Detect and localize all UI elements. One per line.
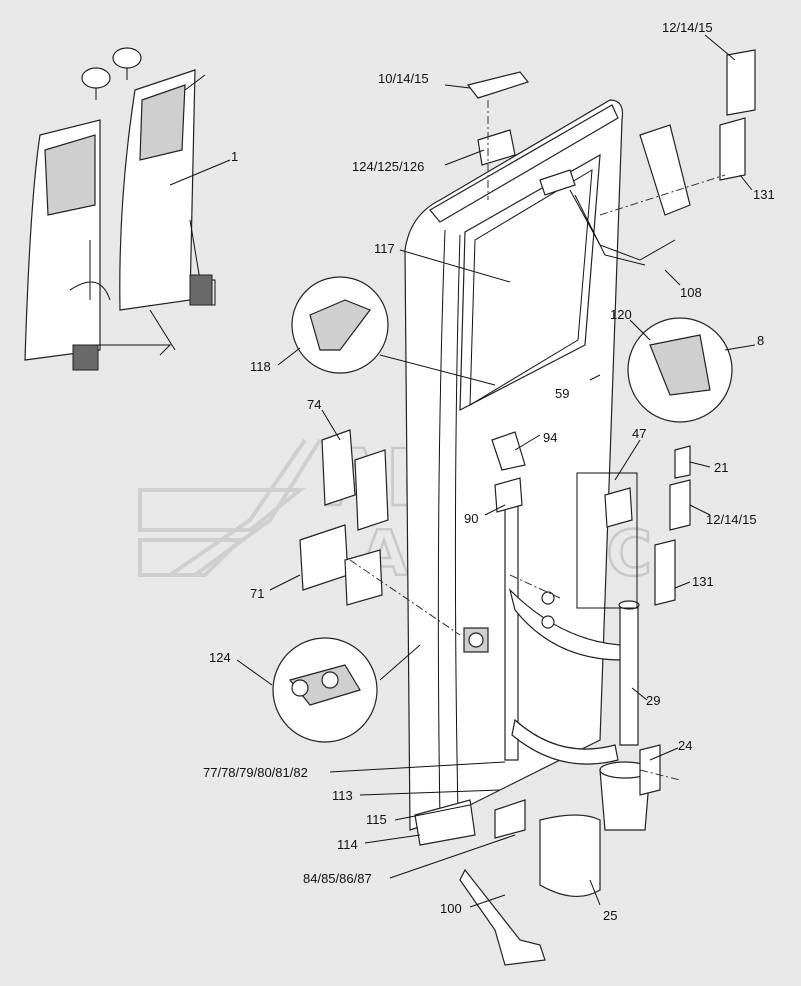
callout-21: 21 xyxy=(714,460,728,475)
lower-handle-assembly xyxy=(414,504,651,966)
callout-114: 114 xyxy=(337,837,358,852)
callout-90: 90 xyxy=(464,511,478,526)
callout-74: 74 xyxy=(307,397,321,412)
alignment-lines xyxy=(349,100,726,781)
callout-108: 108 xyxy=(680,285,702,300)
overview-door-assembly xyxy=(24,47,216,371)
callout-labels: 1 12/14/15 10/14/15 124/125/126 131 117 … xyxy=(203,20,775,923)
callout-120: 120 xyxy=(610,307,632,322)
callout-124: 124 xyxy=(209,650,231,665)
callout-29: 29 xyxy=(646,693,660,708)
leader-lines xyxy=(169,34,756,908)
detail-bubbles xyxy=(272,276,733,743)
callout-117: 117 xyxy=(374,241,395,256)
callout-100: 100 xyxy=(440,901,462,916)
callout-115: 115 xyxy=(366,812,387,827)
callout-59: 59 xyxy=(555,386,569,401)
callout-118: 118 xyxy=(250,359,271,374)
callout-113: 113 xyxy=(332,788,353,803)
callout-8: 8 xyxy=(757,333,764,348)
callout-124-125-126: 124/125/126 xyxy=(352,159,424,174)
callout-1: 1 xyxy=(231,149,238,164)
callout-10-14-15: 10/14/15 xyxy=(378,71,429,86)
callout-24: 24 xyxy=(678,738,692,753)
callout-25: 25 xyxy=(603,908,617,923)
hardware-parts xyxy=(299,49,756,796)
callout-12-14-15-mid: 12/14/15 xyxy=(706,512,757,527)
callout-77-82: 77/78/79/80/81/82 xyxy=(203,765,308,780)
callout-94: 94 xyxy=(543,430,557,445)
callout-47: 47 xyxy=(632,426,646,441)
callout-84-87: 84/85/86/87 xyxy=(303,871,372,886)
callout-131-top: 131 xyxy=(753,187,775,202)
callout-12-14-15-top: 12/14/15 xyxy=(662,20,713,35)
callout-131-mid: 131 xyxy=(692,574,714,589)
callout-71: 71 xyxy=(250,586,264,601)
